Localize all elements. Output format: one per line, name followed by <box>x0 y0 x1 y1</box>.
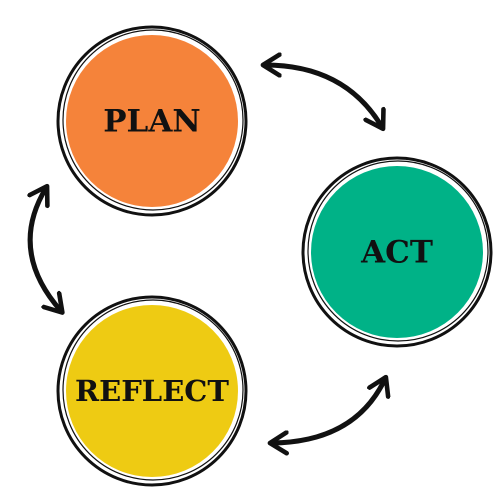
act-circle <box>311 166 483 338</box>
reflect-label: REFLECT <box>75 374 229 408</box>
reflect-circle <box>66 305 238 477</box>
reflect-plan-arrow <box>30 188 61 311</box>
reflect-inner-ring <box>62 299 244 481</box>
plan-label: PLAN <box>103 104 201 140</box>
reflect-node: REFLECT <box>56 295 248 487</box>
plan-circle <box>66 35 238 207</box>
act-node: ACT <box>301 156 493 348</box>
act-inner-ring <box>307 160 489 342</box>
plan-node: PLAN <box>56 25 248 217</box>
plan-act-arrow <box>265 65 382 127</box>
plan-inner-ring <box>62 29 244 211</box>
act-label: ACT <box>360 235 433 271</box>
act-reflect-arrow <box>272 379 385 443</box>
